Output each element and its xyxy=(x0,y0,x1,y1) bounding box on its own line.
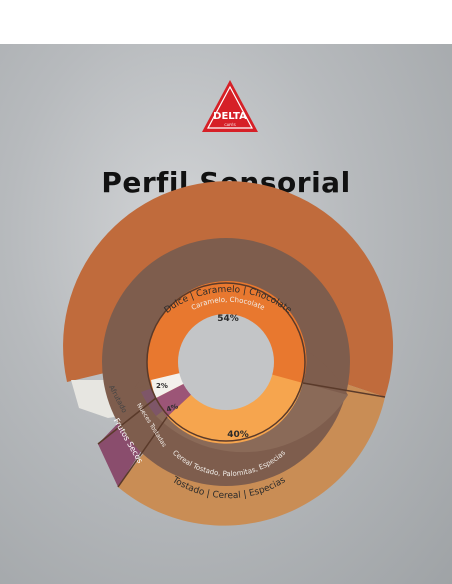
sunburst-chart: Dulce | Caramelo | Chocolate Tostado | C… xyxy=(63,181,394,526)
chart-center xyxy=(178,314,274,410)
label-inner-40: 40% xyxy=(227,430,249,440)
delta-logo: DELTA CAFÉS xyxy=(202,80,258,132)
label-inner-54: 54% xyxy=(217,314,239,324)
label-inner-2: 2% xyxy=(156,382,168,390)
logo-subtext: CAFÉS xyxy=(224,122,236,127)
label-inner-4: 4% xyxy=(165,402,179,414)
delta-triangle-icon xyxy=(202,80,258,132)
sensory-profile-panel: DELTA CAFÉS Perfil Sensorial xyxy=(0,44,452,584)
logo-text: DELTA xyxy=(213,111,247,122)
